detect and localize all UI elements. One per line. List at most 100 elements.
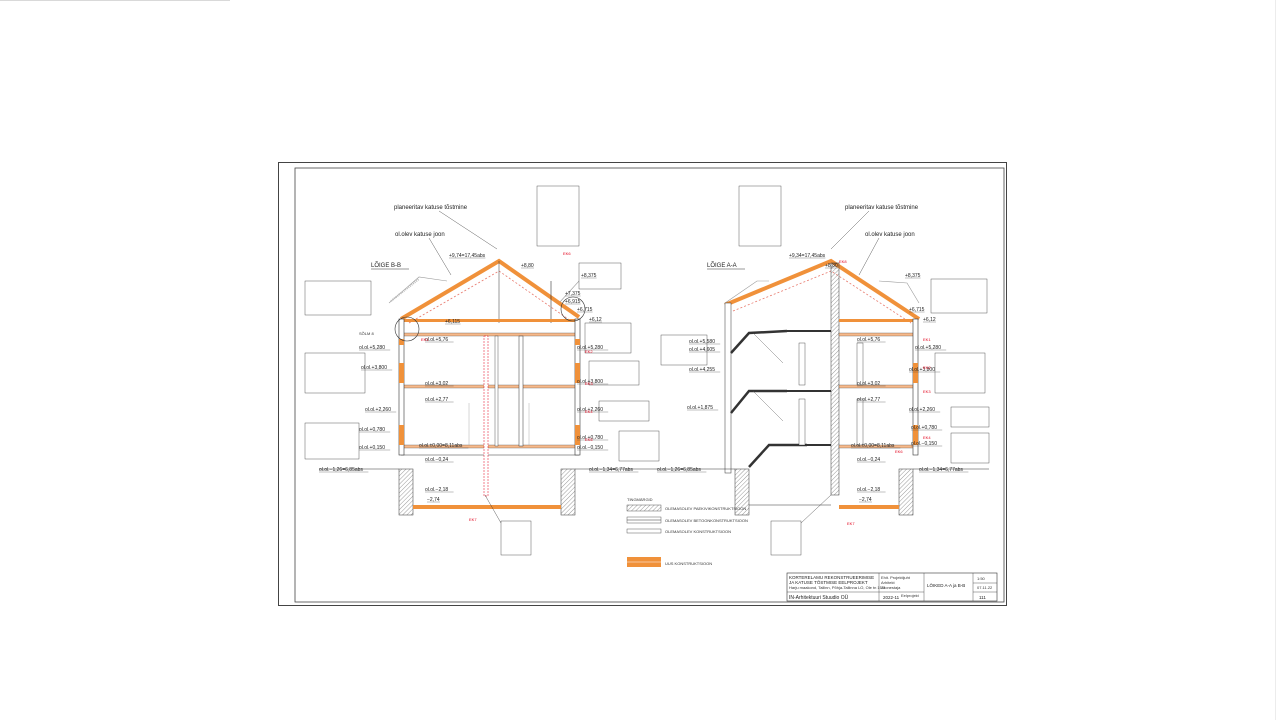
existing-roof-label-left: ol.olev katuse joon [395,232,445,238]
top-mark-right: +8,80 [825,263,838,269]
right-inner-mark-1: ol.ol.+3,02 [857,381,880,387]
left-inner-mark-7: −2,74 [427,497,440,503]
left-inner-mark-0: +6,115 [445,319,460,325]
right-red-tag-1: EK1 [923,337,931,342]
right-inner-mark-0: ol.ol.+5,76 [857,337,880,343]
project-line-1: KORTERELAMU REKONSTRUEERIMISE [789,575,874,580]
left-right-mark-8: ol.ol.+0,780 [577,435,603,441]
role-0: Ehit. Projektijuht [881,575,911,580]
right-red-tag-3: EK3 [923,389,931,394]
left-left-mark-1: ol.ol.+3,800 [361,365,387,371]
left-inner-mark-2: ol.ol.+3,02 [425,381,448,387]
legend: TINGMÄRGID OLEMASOLEV PAEKIVIKONSTRUKTSI… [626,497,748,567]
section-b-b-title: LÕIGE B-B [371,262,401,269]
left-right-mark-4: +6,12 [589,317,602,323]
new-roof-right [724,258,921,321]
top-edge-line [0,0,230,1]
left-right-mark-2: +6,915 [565,299,581,305]
roof-raise-label-left: planeeritav katuse tõstmine [394,205,468,211]
right-right-mark-0: +8,375 [905,273,921,279]
right-right-mark-7: ol.ol.−0,150 [911,441,937,447]
right-left-mark-4: ol.ol.−1,26=6,85abs [657,467,701,473]
left-inner-mark-6: ol.ol.−2,18 [425,487,448,493]
right-inner-mark-2: ol.ol.+2,77 [857,397,880,403]
legend-item-3: UUS KONSTRUKTSIOON [665,561,712,566]
left-inner-mark-4: ol.ol.±0,00=8,11abs [419,443,463,449]
left-right-mark-5: ol.ol.+5,280 [577,345,603,351]
legend-item-1: OLEMASOLEV BETOONKONSTRUKTSIOON [665,518,748,523]
title-block: KORTERELAMU REKONSTRUEERIMISE JA KATUSE … [786,572,998,602]
left-left-mark-2: ol.ol.+2,260 [365,407,391,413]
right-inner-mark-6: −2,74 [859,497,872,503]
project-address: Harju maakond, Tallinn, Põhja-Tallinna L… [789,585,886,590]
project-line-2: JA KATUSE TÕSTMISE EELPROJEKT [789,579,868,585]
left-red-tag-1: EK1 [421,337,429,342]
left-left-mark-4: ol.ol.+0,150 [359,445,385,451]
right-inner-mark-3: ol.ol.±0,00=8,11abs [851,443,895,449]
ridge-level-right: +9,34=17,45abs [789,253,826,259]
section-a-a: LÕIGE A-A planeeritav katuse tõstmine ol… [659,185,990,556]
left-red-tag-2: EK2 [585,349,593,354]
left-left-mark-5: ol.ol.−1,26=6,85abs [319,467,363,473]
right-edge-line [1275,0,1276,720]
right-right-mark-4: ol.ol.+3,800 [909,367,935,373]
detail-label-8: SÕLM 8 [359,331,374,336]
right-right-mark-1: +6,715 [909,307,925,313]
right-right-mark-6: ol.ol.+0,780 [911,425,937,431]
left-inner-mark-3: ol.ol.+2,77 [425,397,448,403]
left-right-mark-10: ol.ol.−1,34=6,77abs [589,467,633,473]
existing-roof-label-right: ol.olev katuse joon [865,232,915,238]
left-inner-mark-5: ol.ol.−0,24 [425,457,448,463]
left-red-tag-4: EK4 [585,409,593,414]
right-red-tag-0: EK8 [839,259,847,264]
left-left-mark-0: ol.ol.+5,280 [359,345,385,351]
right-right-mark-2: +6,12 [923,317,936,323]
ridge-level-left: +9,74=17,45abs [449,253,486,259]
work-number: 2022-11 [883,595,900,600]
legend-item-0: OLEMASOLEV PAEKIVIKONSTRUKTSIOON [665,506,746,511]
drawing-frame [294,167,1005,603]
right-red-tag-6: EK6 [895,449,903,454]
legend-item-2: OLEMASOLEV KONSTRUKTSIOON [665,529,731,534]
right-red-tag-4: EK4 [923,435,931,440]
roof-raise-label-right: planeeritav katuse tõstmine [845,205,919,211]
left-inner-mark-1: ol.ol.+5,76 [425,337,448,343]
right-red-tag-2: EK2 [923,365,931,370]
left-red-tag-6: EK7 [469,517,477,522]
top-mark-left: +8,80 [521,263,534,269]
drawing-sheet: LÕIGE B-B planeeritav katuse tõstmine ol… [278,162,1007,606]
right-left-mark-2: ol.ol.+4,255 [689,367,715,373]
left-left-mark-3: ol.ol.+0,780 [359,427,385,433]
right-right-mark-5: ol.ol.+2,260 [909,407,935,413]
scale: 1:50 [977,576,986,581]
left-red-tag-0: EK6 [563,251,571,256]
role-1: Arhitekt [881,580,895,585]
left-right-mark-3: +6,715 [577,307,593,313]
left-right-mark-9: ol.ol.−0,150 [577,445,603,451]
right-left-mark-1: ol.ol.+4,605 [689,347,715,353]
right-inner-mark-5: ol.ol.−2,18 [857,487,880,493]
right-right-mark-3: ol.ol.+5,280 [915,345,941,351]
right-left-mark-3: ol.ol.+1,875 [687,405,713,411]
right-inner-mark-4: ol.ol.−0,24 [857,457,880,463]
section-b-b: LÕIGE B-B planeeritav katuse tõstmine ol… [304,185,660,556]
section-a-a-title: LÕIGE A-A [707,262,737,269]
left-right-mark-6: ol.ol.+3,800 [577,379,603,385]
stage: Eelprojekt [901,593,920,598]
role-2: Joonestaja [881,585,901,590]
right-left-mark-0: ol.ol.+5,580 [689,339,715,345]
date: 07.11.22 [977,585,993,590]
new-roof-left [399,258,581,321]
left-red-tag-5: EK5 [585,437,593,442]
right-red-tag-5: EK7 [847,521,855,526]
left-red-tag-3: EK3 [585,381,593,386]
company-name: IN-Arhitektuuri Stuudio OÜ [789,594,849,601]
left-right-mark-0: +8,375 [581,273,597,279]
right-right-mark-8: ol.ol.−1,34=6,77abs [919,467,963,473]
sheet-number: 111 [979,595,986,600]
left-right-mark-1: +7,375 [565,291,581,297]
sheet-title: LÕIKED A-A ja B-B [927,582,965,588]
left-right-mark-7: ol.ol.+2,260 [577,407,603,413]
legend-title: TINGMÄRGID [627,497,653,502]
level-marks: +9,74=17,45abs +8,80 +8,375 +7,375 +6,915 +6,… [319,251,969,526]
